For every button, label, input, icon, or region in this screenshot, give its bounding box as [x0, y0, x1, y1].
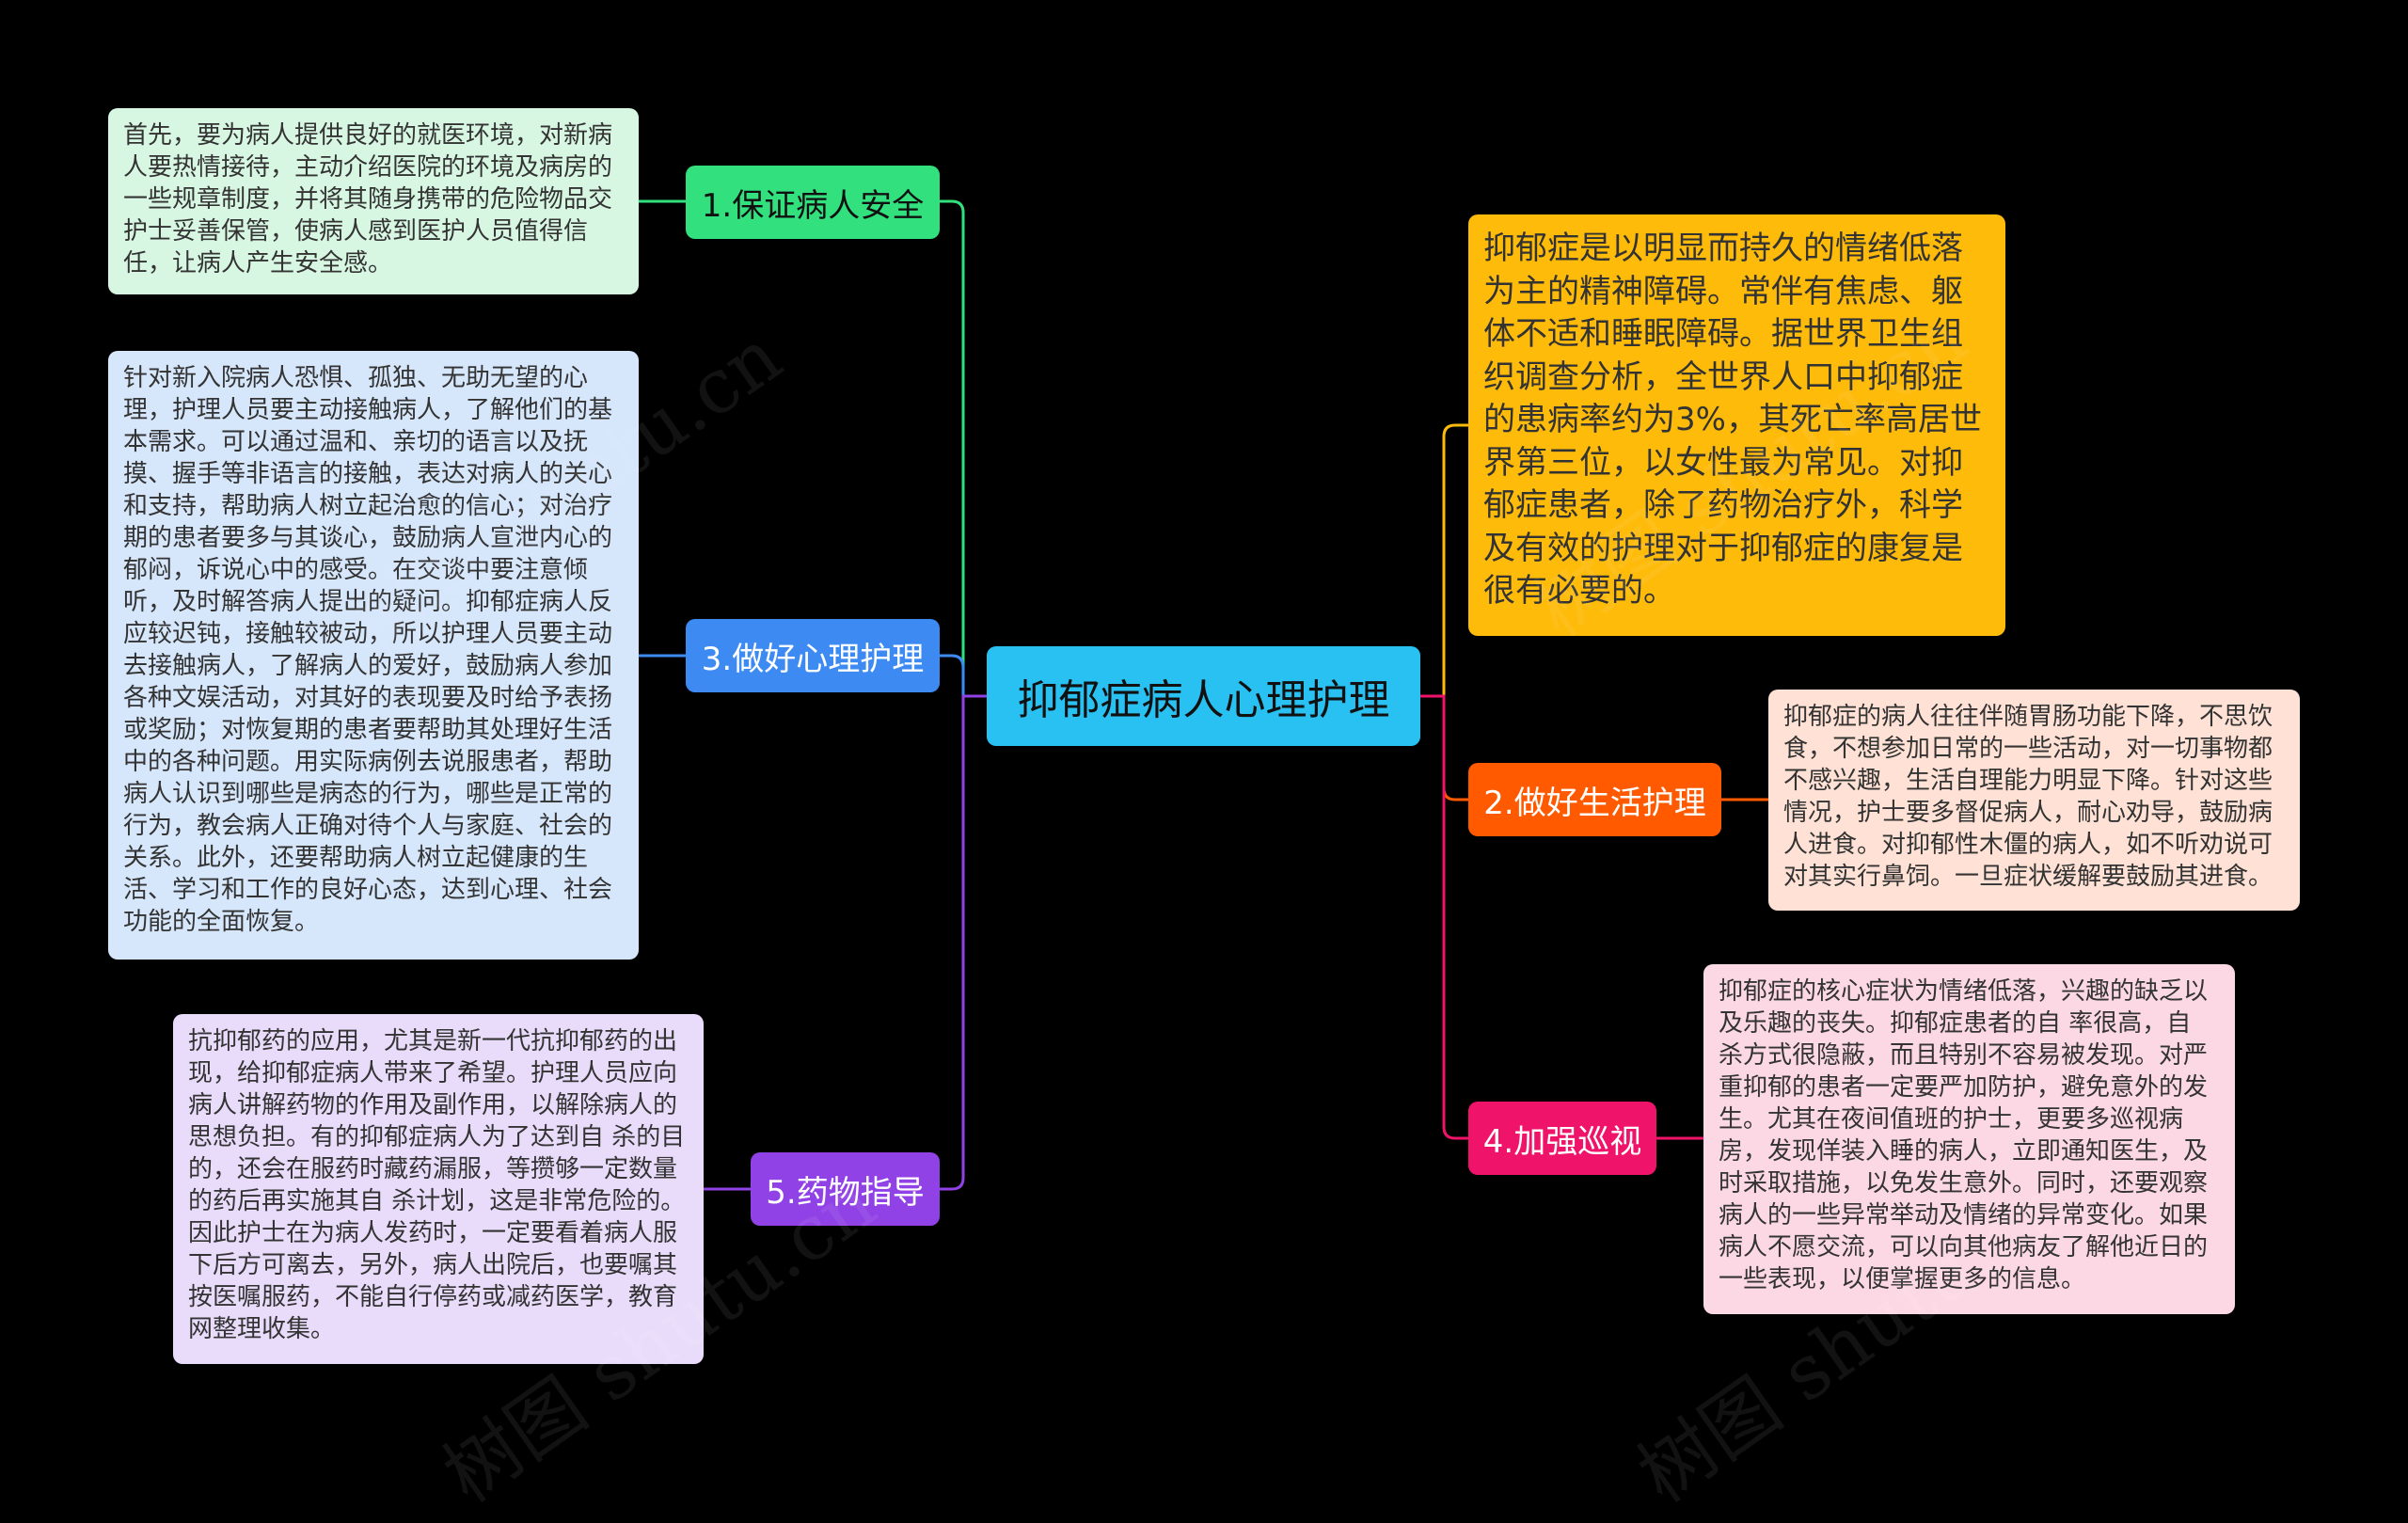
- note-medication-guidance[interactable]: 抗抑郁药的应用，尤其是新一代抗抑郁药的出现，给抑郁症病人带来了希望。护理人员应向…: [173, 1014, 704, 1364]
- link-center-branch4: [1420, 694, 1468, 1140]
- note-patient-safety[interactable]: 首先，要为病人提供良好的就医环境，对新病人要热情接待，主动介绍医院的环境及病房的…: [108, 108, 639, 294]
- central-topic[interactable]: 抑郁症病人心理护理: [987, 646, 1420, 746]
- note-psychological-care[interactable]: 针对新入院病人恐惧、孤独、无助无望的心理，护理人员要主动接触病人，了解他们的基本…: [108, 351, 639, 960]
- note-patrol[interactable]: 抑郁症的核心症状为情绪低落，兴趣的缺乏以及乐趣的丧失。抑郁症患者的自 率很高，自…: [1703, 964, 2235, 1314]
- connector-lines: [639, 199, 1768, 1191]
- link-center-branch5: [940, 694, 987, 1191]
- branch-life-care[interactable]: 2.做好生活护理: [1468, 763, 1721, 836]
- link-center-branch3: [940, 654, 987, 698]
- link-center-intro: [1420, 423, 1468, 698]
- branch-medication-guidance[interactable]: 5.药物指导: [751, 1152, 940, 1226]
- link-center-branch1: [940, 199, 987, 698]
- branch-patrol[interactable]: 4.加强巡视: [1468, 1102, 1656, 1175]
- intro-note[interactable]: 抑郁症是以明显而持久的情绪低落为主的精神障碍。常伴有焦虑、躯体不适和睡眠障碍。据…: [1468, 214, 2005, 636]
- branch-psychological-care[interactable]: 3.做好心理护理: [686, 619, 940, 692]
- note-life-care[interactable]: 抑郁症的病人往往伴随胃肠功能下降，不思饮食，不想参加日常的一些活动，对一切事物都…: [1768, 690, 2300, 911]
- branch-patient-safety[interactable]: 1.保证病人安全: [686, 166, 940, 239]
